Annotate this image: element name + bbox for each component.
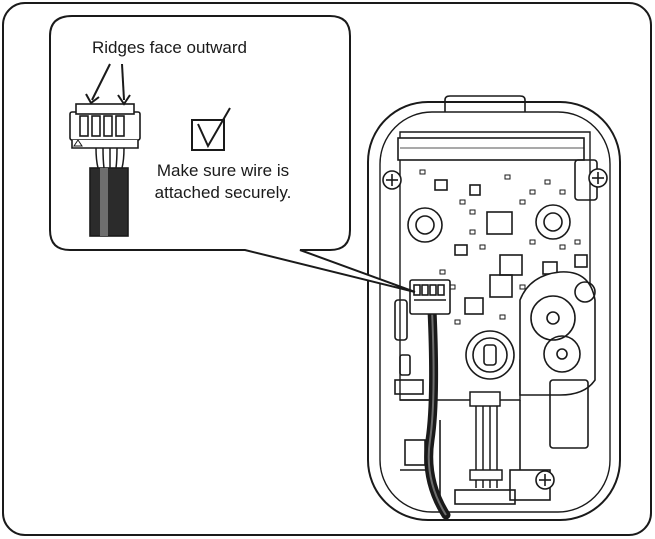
screw-icon — [588, 168, 608, 188]
chip-c — [464, 297, 484, 315]
screw-icon — [535, 470, 555, 490]
gear-small — [543, 335, 581, 373]
ridge-arrows — [85, 63, 131, 106]
buzzer — [465, 330, 515, 380]
instruction-line-2: attached securely. — [154, 183, 292, 202]
closeup-cable — [89, 167, 129, 237]
mount-boss-left — [407, 207, 443, 243]
ribbon-wires — [469, 391, 503, 488]
callout-bubble — [49, 15, 416, 293]
device-housing-outer — [367, 101, 621, 521]
mount-boss-right — [535, 204, 571, 240]
top-rail — [397, 137, 585, 161]
gear-housing — [519, 271, 596, 396]
instruction-text: Make sure wire is attached securely. — [138, 160, 308, 204]
checkbox-check-icon — [191, 107, 231, 151]
connector-icon — [409, 279, 451, 315]
ridges-label: Ridges face outward — [92, 38, 247, 57]
motor-block — [549, 379, 589, 449]
chip-d — [489, 274, 513, 298]
connector-closeup — [69, 103, 141, 237]
screw-icon — [382, 170, 402, 190]
device-top-tab — [444, 95, 526, 112]
gear-large — [530, 295, 576, 341]
chip-a — [486, 211, 513, 235]
device-housing-inner — [379, 111, 611, 513]
instruction-line-1: Make sure wire is — [156, 161, 290, 180]
